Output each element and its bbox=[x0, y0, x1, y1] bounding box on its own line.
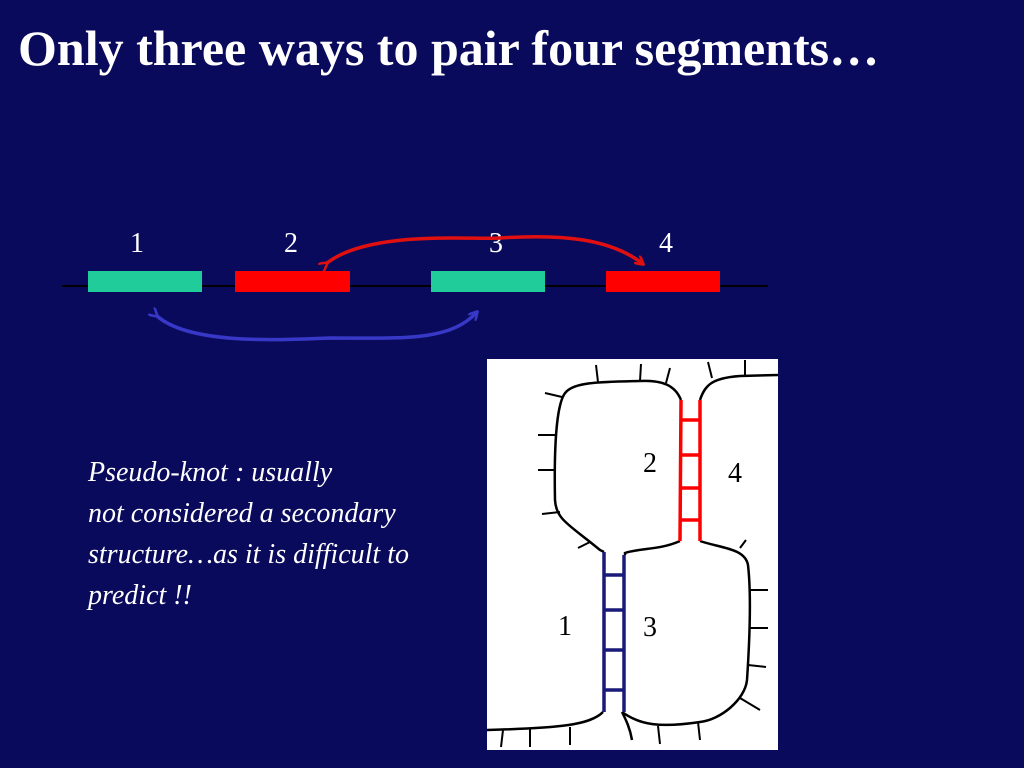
inset-panel bbox=[487, 359, 778, 750]
inset-label-1: 1 bbox=[558, 611, 572, 642]
segment-2-label: 2 bbox=[284, 228, 298, 259]
segment-4 bbox=[606, 271, 720, 292]
loop-upper-right bbox=[698, 373, 779, 401]
note-line-3: structure…as it is difficult to bbox=[88, 539, 409, 570]
segment-3-label: 3 bbox=[489, 228, 503, 259]
slide-title: Only three ways to pair four segments… bbox=[18, 20, 880, 76]
segment-3 bbox=[431, 271, 545, 292]
helix-1-3 bbox=[602, 552, 626, 712]
base-ticks bbox=[500, 360, 768, 748]
pseudoknot-inset: 2 4 1 3 bbox=[486, 359, 779, 750]
loop-lower-right bbox=[621, 539, 752, 727]
note-line-1: Pseudo-knot : usually bbox=[88, 457, 333, 488]
loop-lower-left bbox=[486, 711, 634, 741]
pair-arrow-2-4 bbox=[327, 234, 643, 264]
note-line-2: not considered a secondary bbox=[88, 498, 396, 529]
inset-label-4: 4 bbox=[728, 458, 742, 489]
loop-upper-left bbox=[553, 379, 683, 554]
segment-1-label: 1 bbox=[130, 228, 144, 259]
note-line-4: predict !! bbox=[88, 580, 192, 611]
pseudoknot-note: Pseudo-knot : usually not considered a s… bbox=[88, 452, 488, 616]
helix-2-4 bbox=[678, 399, 702, 542]
inset-label-3: 3 bbox=[643, 612, 657, 643]
inset-label-2: 2 bbox=[643, 448, 657, 479]
pair-arrow-1-3 bbox=[157, 312, 477, 342]
segment-1 bbox=[88, 271, 202, 292]
segment-2 bbox=[235, 271, 350, 292]
segment-4-label: 4 bbox=[659, 228, 673, 259]
